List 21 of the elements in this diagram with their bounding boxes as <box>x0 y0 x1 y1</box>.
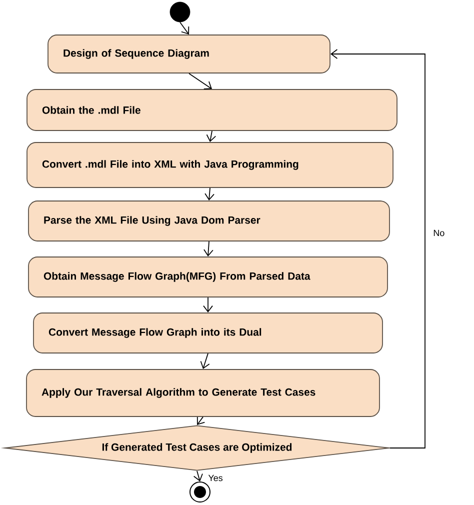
end-node <box>190 482 210 502</box>
activity-box: Convert .mdl File into XML with Java Programming <box>26 142 394 188</box>
arrow <box>200 353 210 370</box>
activity-box: Obtain the .mdl File <box>26 89 398 131</box>
arrow <box>196 416 206 426</box>
activity-box: Convert Message Flow Graph into its Dual <box>33 312 383 354</box>
arrow <box>330 49 426 448</box>
arrow <box>180 22 190 35</box>
arrow <box>188 73 212 90</box>
activity-box: Design of Sequence Diagram <box>48 34 330 74</box>
activity-box: Obtain Message Flow Graph(MFG) From Parsed Data <box>28 256 388 298</box>
activity-box: Apply Our Traversal Algorithm to Generate Test Cases <box>26 369 380 417</box>
arrow <box>193 470 203 482</box>
activity-box: Parse the XML File Using Java Dom Parser <box>28 200 390 242</box>
arrow <box>204 188 214 201</box>
arrow <box>206 130 216 142</box>
arrow <box>203 297 213 313</box>
edge-label: No <box>432 228 446 238</box>
start-node <box>170 2 190 22</box>
edge-label: Yes <box>207 474 224 482</box>
arrow <box>204 241 214 257</box>
